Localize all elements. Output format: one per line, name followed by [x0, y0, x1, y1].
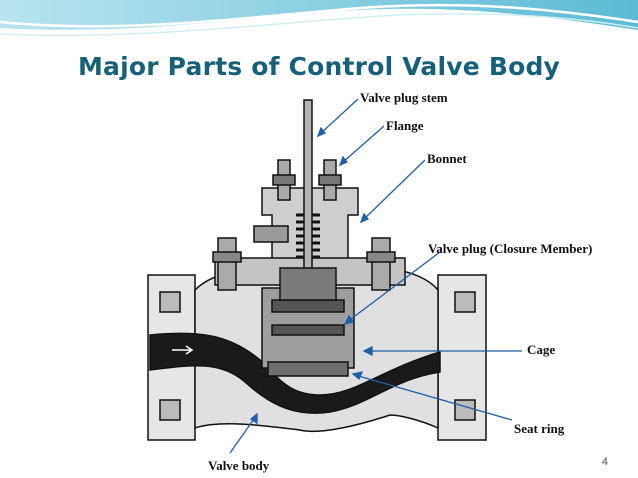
- label-valve-plug: Valve plug (Closure Member): [428, 241, 593, 256]
- label-flange: Flange: [386, 118, 424, 133]
- label-bonnet: Bonnet: [427, 151, 467, 166]
- label-valve-plug-stem: Valve plug stem: [360, 90, 448, 105]
- label-cage: Cage: [527, 342, 556, 357]
- label-valve-body: Valve body: [208, 458, 270, 473]
- header-wave-decoration: [0, 0, 638, 37]
- slide-title: Major Parts of Control Valve Body: [77, 52, 561, 81]
- label-seat-ring: Seat ring: [514, 421, 565, 436]
- page-number: 4: [601, 456, 608, 468]
